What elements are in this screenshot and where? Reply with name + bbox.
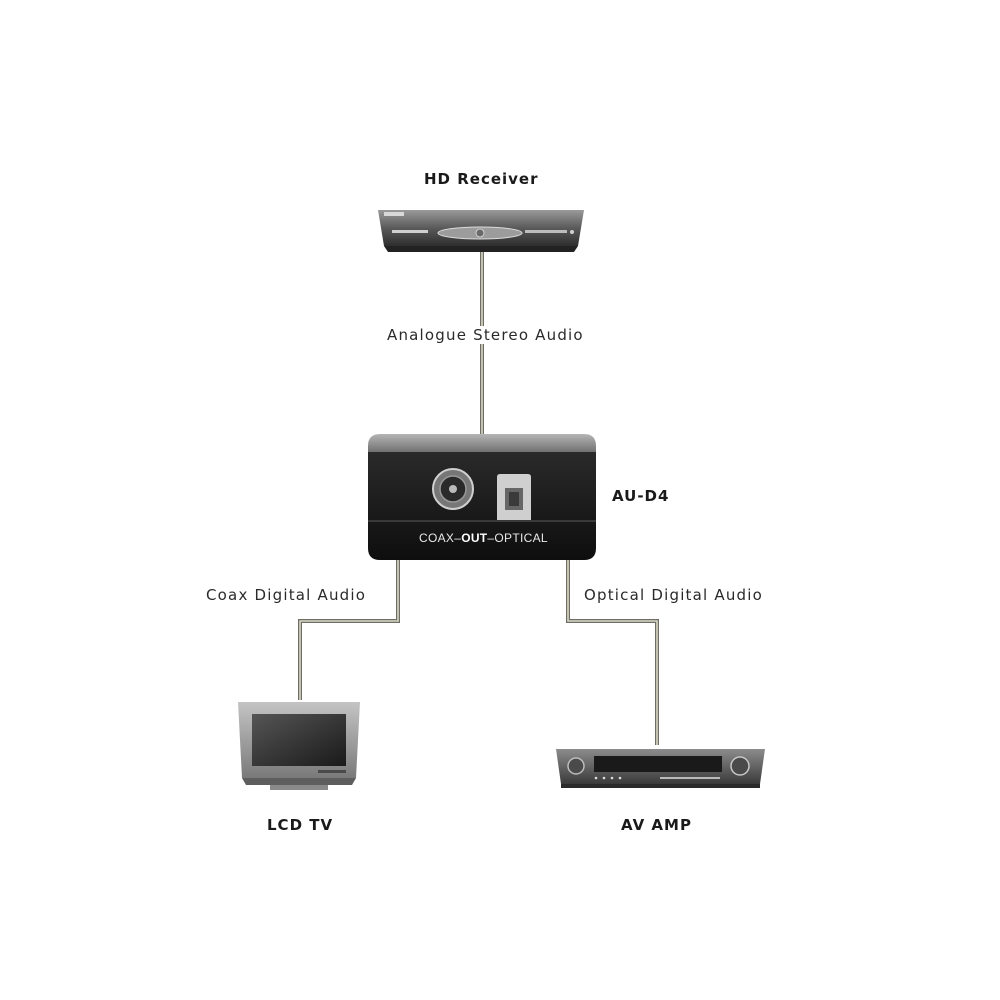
lcd-tv-icon: [238, 702, 360, 790]
lcd-tv-label: LCD TV: [267, 816, 334, 834]
hd-receiver-icon: [378, 210, 584, 252]
port-optical-text: –OPTICAL: [487, 531, 548, 545]
av-amp-label: AV AMP: [621, 816, 692, 834]
cable-optical: [566, 558, 659, 745]
optical-connection-label: Optical Digital Audio: [582, 586, 766, 604]
hd-receiver-label: HD Receiver: [424, 170, 539, 188]
port-coax-text: COAX–: [419, 531, 462, 545]
au-d4-label: AU-D4: [612, 487, 670, 505]
av-amp-icon: [556, 749, 765, 788]
input-connection-label: Analogue Stereo Audio: [385, 326, 586, 344]
port-panel-label: COAX–OUT–OPTICAL: [419, 531, 548, 545]
coax-connection-label: Coax Digital Audio: [204, 586, 369, 604]
cable-coax: [298, 558, 400, 700]
au-d4-device-icon: [368, 434, 596, 560]
port-out-text: OUT: [461, 531, 488, 545]
